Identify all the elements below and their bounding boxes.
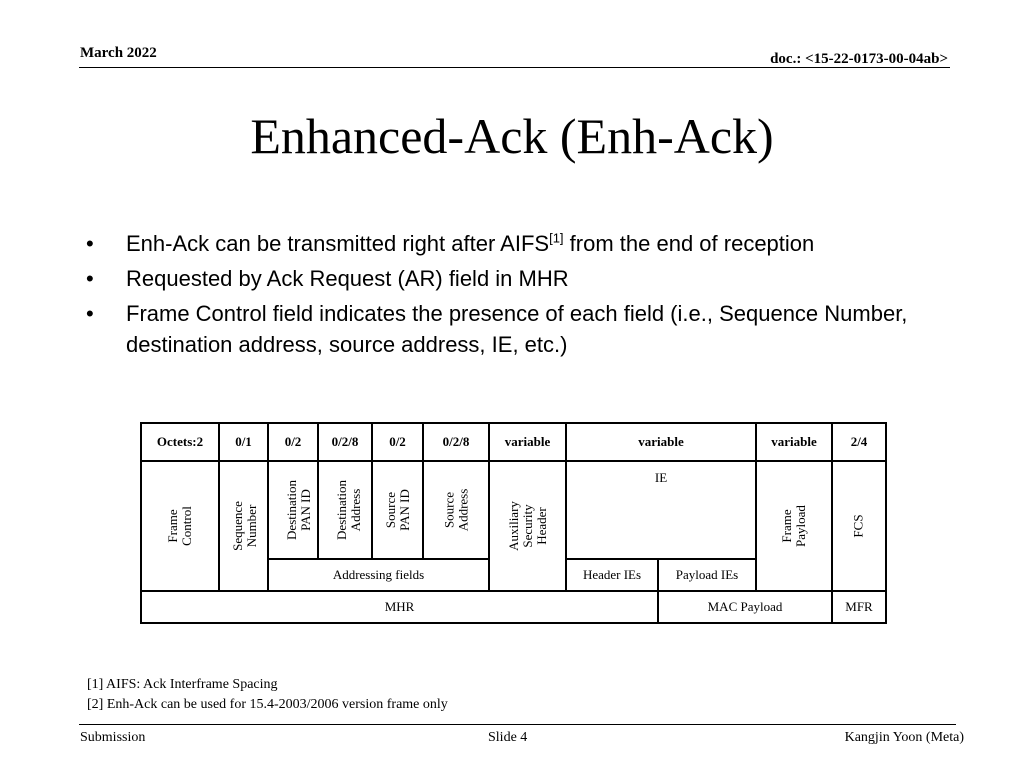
groups-row: MHR MAC Payload MFR — [140, 590, 887, 624]
field-ie: IE — [565, 460, 757, 560]
bullet-list: •Enh-Ack can be transmitted right after … — [86, 228, 966, 364]
octets-cell: 0/1 — [218, 422, 269, 462]
bullet-item: •Requested by Ack Request (AR) field in … — [86, 263, 966, 294]
header-ies-cell: Header IEs — [565, 558, 659, 592]
mac-payload-cell: MAC Payload — [657, 590, 833, 624]
octets-cell: variable — [565, 422, 757, 462]
octets-cell: variable — [755, 422, 833, 462]
footnote-ref: [1] — [549, 230, 564, 246]
field-fcs: FCS — [831, 460, 887, 592]
octets-cell: variable — [488, 422, 567, 462]
octets-row: Octets:2 0/1 0/2 0/2/8 0/2 0/2/8 variabl… — [140, 422, 887, 462]
mfr-cell: MFR — [831, 590, 887, 624]
payload-ies-cell: Payload IEs — [657, 558, 757, 592]
bullet-dot: • — [86, 301, 94, 326]
header-date: March 2022 — [80, 45, 157, 61]
octets-cell: 0/2/8 — [422, 422, 490, 462]
octets-cell: 2/4 — [831, 422, 887, 462]
bullet-dot: • — [86, 266, 94, 291]
octets-cell: Octets:2 — [140, 422, 220, 462]
octets-cell: 0/2 — [267, 422, 319, 462]
header-doc-number: doc.: <15-22-0173-00-04ab> — [770, 51, 948, 67]
subfields-row: Addressing fields Header IEs Payload IEs — [141, 558, 886, 592]
footer-submission: Submission — [80, 730, 146, 745]
octets-cell: 0/2 — [371, 422, 424, 462]
octets-cell: 0/2/8 — [317, 422, 373, 462]
frame-format-table: Octets:2 0/1 0/2 0/2/8 0/2 0/2/8 variabl… — [140, 422, 887, 624]
bullet-dot: • — [86, 231, 94, 256]
bullet-item: •Frame Control field indicates the prese… — [86, 298, 966, 360]
bullet-item: •Enh-Ack can be transmitted right after … — [86, 228, 966, 259]
footer-slide-number: Slide 4 — [488, 730, 528, 745]
header-divider — [79, 67, 950, 68]
mhr-cell: MHR — [140, 590, 659, 624]
footnote-2: [2] Enh-Ack can be used for 15.4-2003/20… — [87, 697, 448, 712]
addressing-fields-cell: Addressing fields — [267, 558, 490, 592]
footnote-1: [1] AIFS: Ack Interframe Spacing — [87, 677, 278, 692]
footer-divider — [79, 724, 956, 725]
footer-author: Kangjin Yoon (Meta) — [844, 730, 964, 745]
slide-title: Enhanced-Ack (Enh-Ack) — [250, 108, 774, 164]
